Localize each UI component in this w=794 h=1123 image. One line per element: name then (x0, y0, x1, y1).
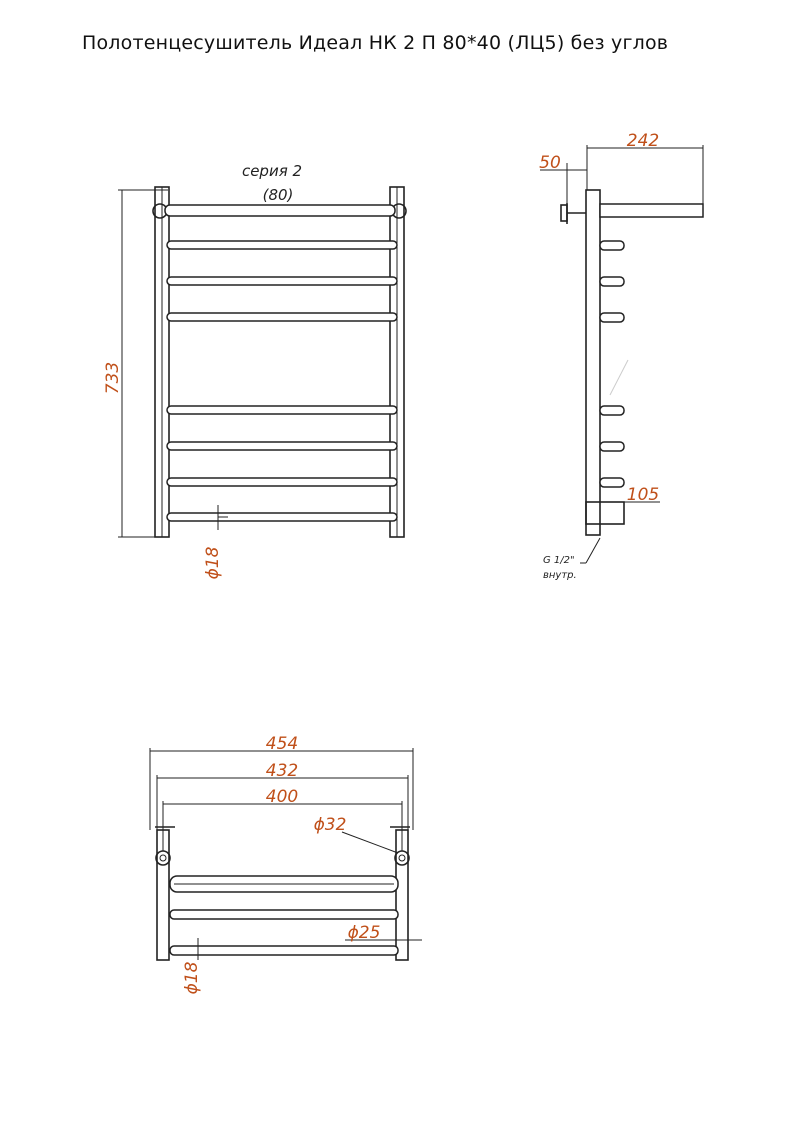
inlet-dimension: 105 (627, 485, 659, 505)
rung (166, 477, 398, 487)
bottom-inlet (585, 501, 625, 525)
series-label: серия 2 (242, 162, 302, 180)
series-sub-label: (80) (263, 186, 294, 204)
rung (166, 405, 398, 415)
width-inner-dimension: 400 (266, 787, 298, 807)
shelf-tube-diameter: ϕ18 (182, 961, 202, 994)
rung (166, 276, 398, 286)
tube-diameter: ϕ18 (203, 546, 223, 579)
collector-diameter: ϕ32 (314, 815, 347, 835)
rung (166, 312, 398, 322)
depth-dimension: 242 (627, 131, 659, 151)
side-collector (585, 189, 601, 536)
wall-bracket (560, 204, 568, 222)
offset-dimension: 50 (539, 153, 561, 173)
shelf-rung (169, 945, 399, 956)
rung (166, 441, 398, 451)
front-view: 733 серия 2 (80) ϕ18 (103, 162, 407, 579)
shelf-rung (169, 909, 399, 920)
side-shelf-arm (599, 203, 704, 218)
thread-sub-label: внутр. (543, 570, 577, 581)
side-view: 242 50 105 G 1/2" внутр. (539, 131, 704, 581)
rung (166, 512, 398, 522)
page-title: Полотенцесушитель Идеал НК 2 П 80*40 (ЛЦ… (82, 32, 669, 54)
top-shelf-bar (164, 204, 396, 217)
thread-label: G 1/2" (543, 555, 575, 566)
rungs (166, 240, 398, 522)
rung (166, 240, 398, 250)
side-rung-stubs (599, 240, 625, 488)
width-mid-dimension: 432 (266, 761, 298, 781)
shelf-view: 454 432 400 ϕ32 ϕ25 ϕ18 (149, 734, 422, 994)
width-outer-dimension: 454 (266, 734, 298, 754)
left-fitting (155, 850, 171, 866)
height-dimension: 733 (103, 362, 123, 394)
shelf-diameter: ϕ25 (348, 923, 381, 943)
